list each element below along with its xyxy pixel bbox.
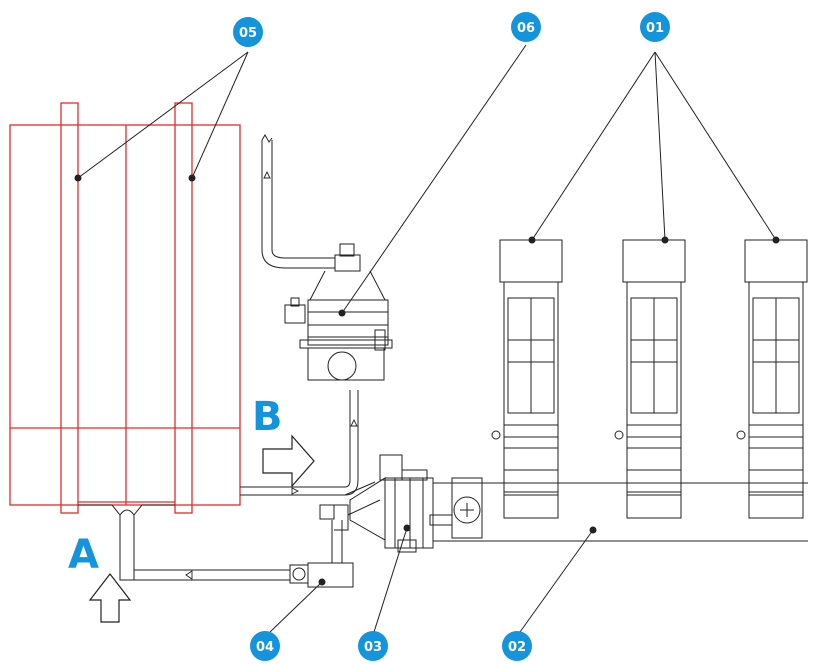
- callout-badge-02: 02: [502, 631, 532, 661]
- outline-arrow-icon: [88, 573, 132, 623]
- callout-label: 05: [239, 26, 257, 41]
- silo-outline: [9, 124, 241, 506]
- silo-column-left: [60, 102, 79, 514]
- small-direction-arrow-icon: [185, 170, 358, 580]
- machine-01-c: [736, 239, 808, 519]
- y-splitter: [78, 504, 175, 581]
- callout-badge-06: 06: [511, 12, 541, 42]
- callout-label: 06: [517, 21, 535, 36]
- callout-label: 03: [364, 640, 382, 655]
- callout-badge-01: 01: [640, 12, 670, 42]
- callout-label: 04: [256, 640, 274, 655]
- outline-arrow-icon: [262, 434, 315, 488]
- callout-label: 01: [646, 21, 664, 36]
- callout-badge-05: 05: [233, 17, 263, 47]
- silo-column-right: [174, 102, 193, 514]
- pipe-network: [78, 134, 386, 588]
- conveyor-02: [433, 482, 808, 542]
- flow-label-a: A: [68, 532, 99, 578]
- silo-group: [9, 102, 241, 514]
- machine-01-b: [614, 239, 686, 519]
- callout-label: 02: [508, 640, 526, 655]
- flow-label-b: B: [252, 394, 283, 440]
- machine-01-a: [491, 239, 563, 519]
- mixer-unit-03: [349, 454, 483, 553]
- callout-badge-03: 03: [358, 631, 388, 661]
- callout-badge-04: 04: [250, 631, 280, 661]
- filter-unit-06: [284, 297, 393, 381]
- leader-lines: [74, 44, 780, 633]
